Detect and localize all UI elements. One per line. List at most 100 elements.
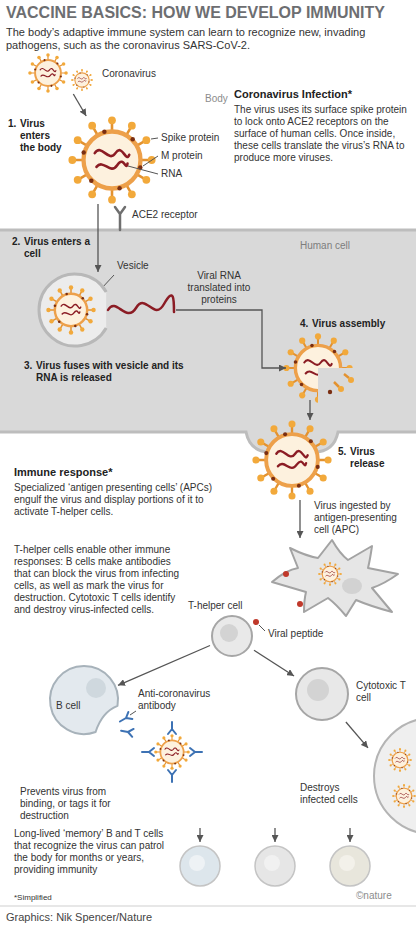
node-label: 5. [338,446,350,458]
node-label: 1. [8,118,20,130]
apc-cell: Virus ingested by antigen-presenting cel… [266,538,402,618]
caption: Graphics: Nik Spencer/Nature [6,911,410,924]
connector [176,310,286,368]
released-rna [108,295,174,313]
annotation: ACE2 receptor [132,209,212,221]
memory-arrow [200,828,350,842]
assembling-virus-part [283,333,352,402]
assembling-virus-part [338,386,344,392]
leader-line [101,138,265,715]
cytotoxic-cell: Cytotoxic T cell [294,666,350,722]
antibody-virus-complex-part-part [190,748,202,756]
annotation: Long-lived ‘memory’ B and T cells that r… [14,828,172,876]
node-label: Virus fuses with vesicle and its RNA is … [36,360,196,384]
vesicle [39,274,106,346]
separator-rule-part [0,906,416,907]
b-cell: B cell [50,666,118,734]
viral-peptide [253,571,303,625]
memory-arrow-part [274,828,275,842]
connector [118,646,210,686]
node-label: Virus enters the body [20,118,66,154]
viral-peptide-part [283,571,289,577]
node-label: Cytotoxic T cell [356,680,412,704]
separator-rule [0,906,416,907]
t-helper-cell-part [220,624,238,642]
antibody-virus-complex-part-part [142,748,154,756]
annotation: Spike protein [161,132,231,144]
annotation: The virus uses its surface spike protein… [234,104,412,164]
leader-line-part [143,156,158,166]
node-label: Coronavirus [102,68,182,80]
node-label: Human cell [300,240,400,252]
annotation: M protein [161,150,231,162]
connector [299,500,300,538]
b-cell [50,666,118,734]
virus-step: 1.Virus enters the body [68,116,156,204]
antibody-virus-complex [142,722,202,782]
assembling-virus-part [348,377,354,383]
cytotoxic-t-cell [296,668,348,720]
leader-line-part [259,625,265,631]
antibody-virus-complex-part-part [168,770,176,782]
node-label: Prevents virus from binding, or tags it … [20,786,140,822]
coronavirus-icons-part [28,53,68,93]
infected-cell-part [388,748,412,772]
node-label: B cell [56,700,96,712]
leader-line-part [128,166,158,174]
apc-cell [272,540,398,616]
human-cell-band [0,230,416,452]
vesicle-part [46,285,96,335]
connector [346,722,368,748]
release-step: 5.Virus release [252,420,332,500]
annotation: Coronavirus Infection* [234,88,412,101]
memory-cell [180,846,370,886]
viral-peptide-part [297,601,303,607]
infected-cell [374,718,416,834]
node-label: Virus ingested by antigen-presenting cel… [314,500,410,536]
released-rna-part [108,295,174,313]
assembling-virus [283,333,354,402]
virus-icon: Coronavirus [26,52,96,94]
antibody-virus-complex-part-part [168,722,176,734]
antibody-virus-complex-part [154,734,190,770]
annotation: T-helper cells enable other immune respo… [14,544,182,616]
assembling-virus-part [328,390,332,394]
node-label: Virus release [350,446,412,470]
infected-cell-part [374,718,416,834]
t-helper-cell-part [212,616,252,656]
released-virus [252,420,331,499]
memory-cell-part [255,846,295,886]
apc-cell-part [272,540,398,616]
memory-cell-part [189,855,205,871]
title: VACCINE BASICS: HOW WE DEVELOP IMMUNITY [6,4,410,22]
connector [309,400,310,420]
infected-cell: Destroys infected cells [368,722,416,830]
memory-cell-part [180,846,220,886]
coronavirus-icons [28,53,93,93]
ace2-receptor-part [115,207,125,230]
node-label: Virus assembly [312,318,402,330]
leader-line-part [130,711,136,715]
node-label: Destroys infected cells [300,782,364,806]
antibody-complex: Prevents virus from binding, or tags it … [144,724,200,780]
t-helper-cell [212,616,252,656]
connector [73,94,86,116]
entering-virus [68,116,155,203]
released-virus-part [252,420,331,499]
connector [254,650,294,676]
annotation: Specialized ‘antigen presenting cells’ (… [14,482,214,518]
viral-peptide-part [253,619,259,625]
antibody-virus-complex-part [142,722,202,782]
cytotoxic-t-cell-part [307,679,329,701]
vesicle-part [39,274,106,346]
annotation: ©nature [356,890,412,902]
memory-arrow-part [199,828,200,842]
entering-virus-part [68,116,155,203]
annotation: Anti-coronavirus antibody [138,688,222,712]
annotation: Viral peptide [268,628,338,640]
apc-cell-part [318,562,342,586]
b-cell-part [86,678,106,698]
human-cell-band-part [0,229,416,232]
annotation: Vesicle [117,260,167,272]
